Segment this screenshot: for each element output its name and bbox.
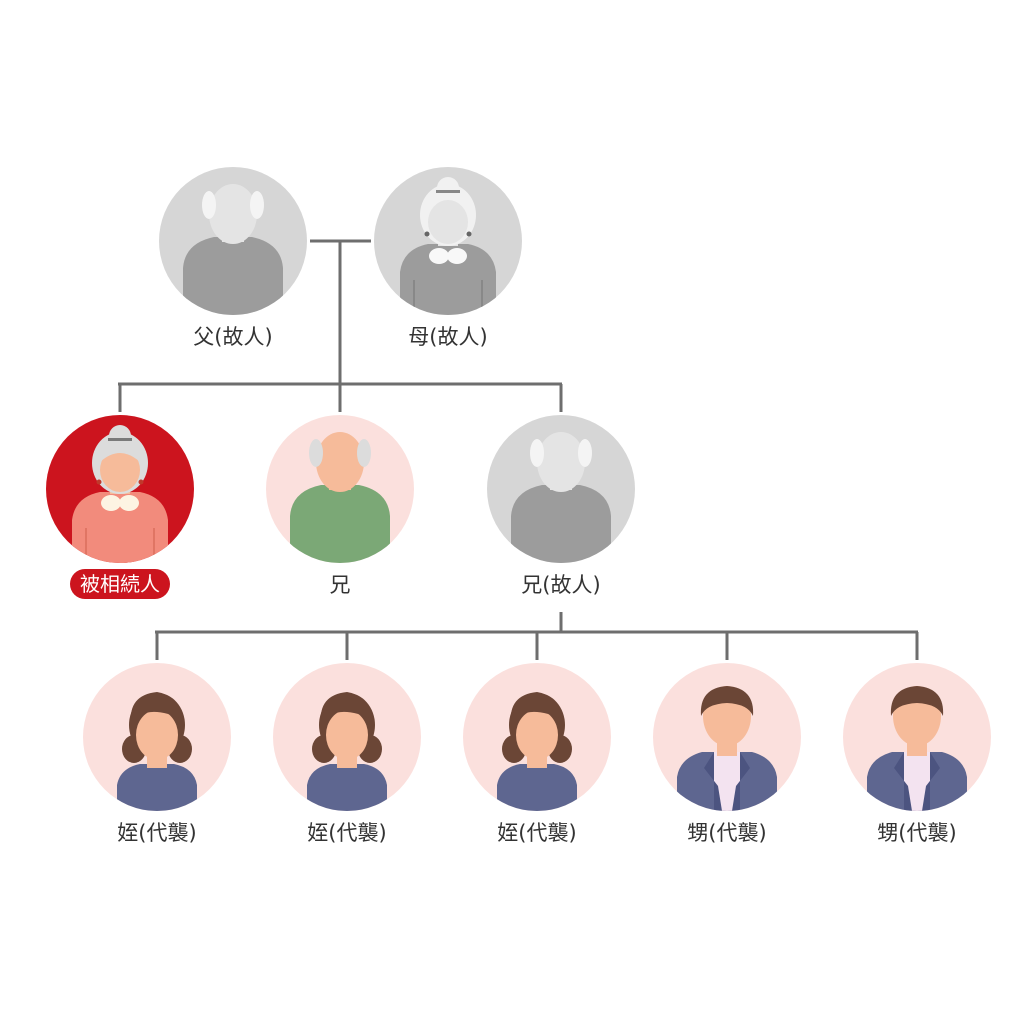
elderly-woman-decedent-icon [46,415,194,563]
nephew-2-label: 甥(代襲) [877,821,957,845]
elderly-woman-deceased-icon [374,167,522,315]
mother-label: 母(故人) [408,325,488,349]
niece-3-label: 姪(代襲) [497,821,577,845]
woman-icon [273,663,421,811]
connector-lines [118,239,919,660]
niece-1-label: 姪(代襲) [117,821,197,845]
brother-deceased-label: 兄(故人) [521,573,601,597]
woman-icon [463,663,611,811]
elderly-man-icon [266,415,414,563]
woman-icon [83,663,231,811]
decedent-badge: 被相続人 [70,569,170,599]
man-icon [843,663,991,811]
niece-2-label: 姪(代襲) [307,821,387,845]
elderly-man-deceased-icon [159,167,307,315]
father-label: 父(故人) [193,325,273,349]
elderly-man-deceased-icon [487,415,635,563]
man-icon [653,663,801,811]
brother-label: 兄 [329,573,351,597]
nephew-1-label: 甥(代襲) [687,821,767,845]
